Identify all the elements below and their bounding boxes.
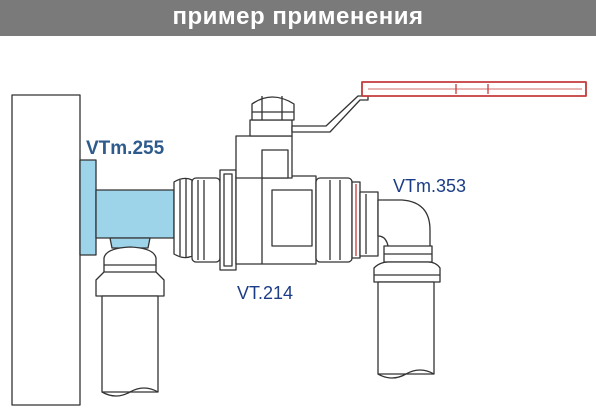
valve-handle-arm bbox=[291, 95, 369, 133]
wall bbox=[11, 94, 81, 406]
connecting-nut bbox=[173, 177, 193, 259]
valve-right-end bbox=[315, 177, 353, 263]
header-banner: пример применения bbox=[0, 0, 596, 36]
wall-fitting-hex-nut bbox=[103, 246, 157, 275]
label-wall-fitting: VTm.255 bbox=[86, 138, 165, 159]
label-ball-valve: VT.214 bbox=[237, 283, 294, 303]
label-elbow-fitting: VTm.353 bbox=[393, 176, 467, 196]
valve-top-nut bbox=[251, 96, 295, 121]
wall-pipe-coupling bbox=[95, 271, 165, 297]
elbow-pipe bbox=[377, 281, 435, 375]
valve-left-end bbox=[191, 177, 221, 263]
elbow-lower-nut bbox=[373, 261, 441, 283]
valve-stem-collar bbox=[249, 119, 293, 137]
wall-fitting-flange bbox=[79, 159, 97, 256]
page-title: пример применения bbox=[172, 3, 424, 30]
wall-fitting-body bbox=[95, 189, 175, 239]
elbow-nut bbox=[359, 191, 379, 257]
wall-fitting-neck bbox=[109, 237, 151, 249]
valve-assembly-diagram bbox=[11, 81, 587, 406]
wall-pipe bbox=[101, 295, 159, 393]
